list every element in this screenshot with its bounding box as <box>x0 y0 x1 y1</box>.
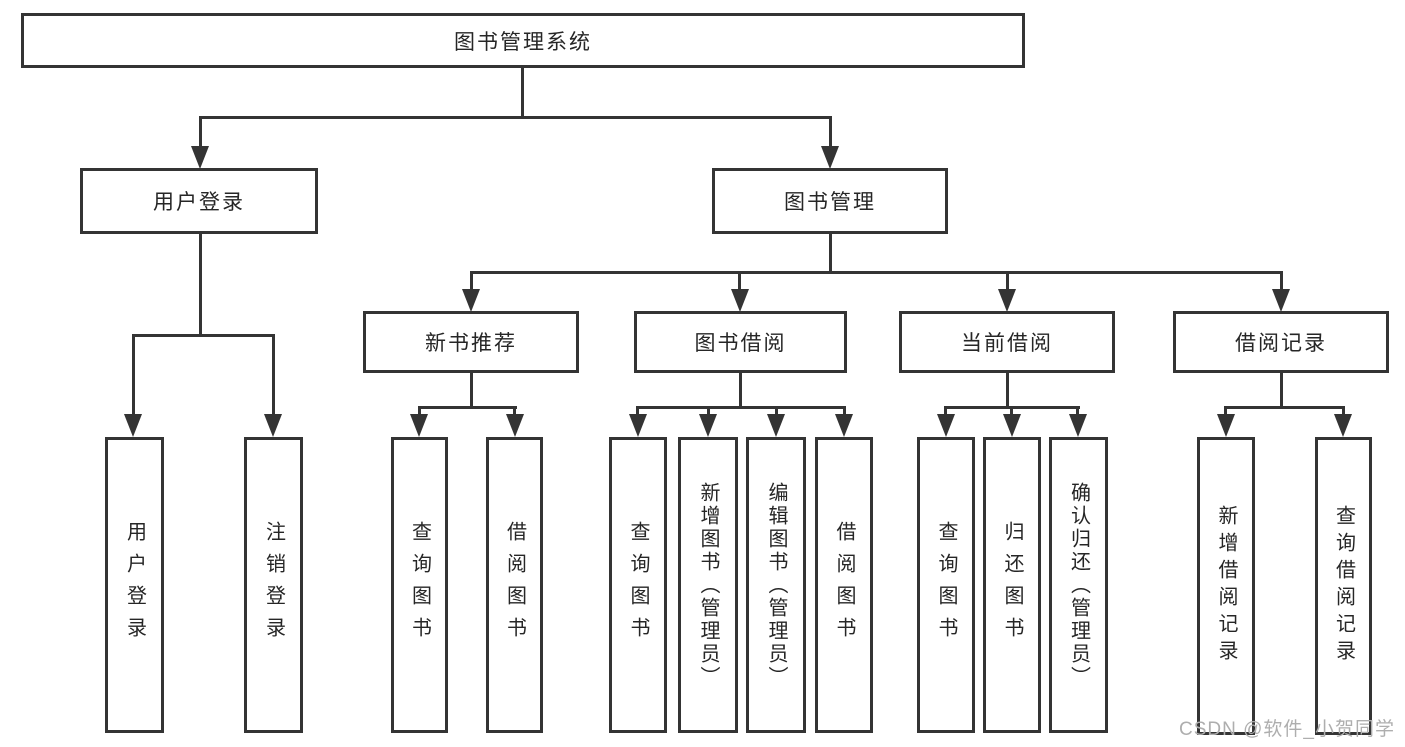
arrow-to-leaf-icon <box>1334 414 1352 437</box>
connector-current-stub <box>1006 372 1009 409</box>
connector-leaf-shaft <box>1010 406 1013 418</box>
node-borrowing-records: 借阅记录 <box>1173 311 1389 373</box>
connector-book-mgmt-stub <box>829 234 832 274</box>
connector-leaf-shaft <box>1224 406 1227 418</box>
arrow-to-user-login-icon <box>191 146 209 169</box>
connector-borrow-hline <box>636 406 846 409</box>
arrow-to-new-book-recommendation-icon <box>462 289 480 312</box>
connector-leaf-shaft <box>636 406 639 418</box>
node-current-borrowing: 当前借阅 <box>899 311 1115 373</box>
leaf-label: 借阅图书 <box>503 521 526 649</box>
node-label: 图书借阅 <box>694 332 787 355</box>
connector-leaf-shaft <box>418 406 421 418</box>
node-library-system: 图书管理系统 <box>21 13 1025 68</box>
node-label: 当前借阅 <box>961 332 1053 355</box>
connector-root-stub <box>521 68 524 119</box>
connector-leaf-shaft <box>738 271 741 291</box>
leaf-borrow-edit-books-admin: 编辑图书（管理员） <box>746 437 806 733</box>
connector-level2-hline <box>470 271 1283 274</box>
node-label: 图书管理系统 <box>454 30 592 54</box>
connector-book-mgmt-shaft <box>829 116 832 149</box>
leaf-record-add-borrow-record: 新增借阅记录 <box>1197 437 1255 735</box>
connector-user-login-hline <box>132 334 275 337</box>
leaf-record-query-borrow-record: 查询借阅记录 <box>1315 437 1372 735</box>
leaf-current-query-books: 查询图书 <box>917 437 975 733</box>
connector-leaf-shaft <box>1076 406 1079 418</box>
connector-leaf-shaft <box>1006 271 1009 291</box>
leaf-label: 编辑图书（管理员） <box>765 481 787 689</box>
connector-newbook-stub <box>470 372 473 409</box>
connector-leaf-shaft <box>1280 271 1283 291</box>
leaf-label: 用户登录 <box>123 521 146 649</box>
leaf-current-return-books: 归还图书 <box>983 437 1041 733</box>
connector-record-stub <box>1280 372 1283 409</box>
arrow-to-leaf-icon <box>410 414 428 437</box>
arrow-to-borrowing-records-icon <box>1272 289 1290 312</box>
leaf-newbook-borrow-books: 借阅图书 <box>486 437 543 733</box>
leaf-newbook-query-books: 查询图书 <box>391 437 448 733</box>
connector-leaf-shaft <box>944 406 947 418</box>
leaf-label: 新增借阅记录 <box>1215 505 1237 667</box>
csdn-watermark: CSDN @软件_小贺同学 <box>1179 719 1395 740</box>
node-label: 图书管理 <box>784 191 876 214</box>
node-label: 用户登录 <box>153 191 245 214</box>
leaf-label: 注销登录 <box>262 521 285 649</box>
arrow-to-leaf-icon <box>1217 414 1235 437</box>
arrow-to-book-borrowing-icon <box>731 289 749 312</box>
arrow-to-leaf-icon <box>1003 414 1021 437</box>
node-book-management: 图书管理 <box>712 168 948 234</box>
leaf-label: 新增图书（管理员） <box>697 481 719 689</box>
connector-leaf-shaft <box>707 406 710 418</box>
leaf-label: 查询图书 <box>408 521 431 649</box>
arrow-to-leaf-icon <box>835 414 853 437</box>
connector-leaf-shaft <box>513 406 516 418</box>
arrow-to-leaf-icon <box>1069 414 1087 437</box>
connector-leaf-shaft <box>132 334 135 416</box>
node-label: 新书推荐 <box>425 332 517 355</box>
leaf-borrow-borrow-books: 借阅图书 <box>815 437 873 733</box>
arrow-to-leaf-user-login-icon <box>124 414 142 437</box>
arrow-to-leaf-icon <box>629 414 647 437</box>
node-user-login: 用户登录 <box>80 168 318 234</box>
leaf-label: 查询图书 <box>935 521 957 649</box>
node-book-borrowing: 图书借阅 <box>634 311 847 373</box>
leaf-borrow-add-books-admin: 新增图书（管理员） <box>678 437 738 733</box>
arrow-to-leaf-logout-icon <box>264 414 282 437</box>
leaf-label: 查询图书 <box>627 521 649 649</box>
leaf-label: 借阅图书 <box>833 521 855 649</box>
leaf-logout: 注销登录 <box>244 437 303 733</box>
connector-record-hline <box>1225 406 1345 409</box>
leaf-label: 归还图书 <box>1001 521 1023 649</box>
arrow-to-leaf-icon <box>699 414 717 437</box>
connector-newbook-hline <box>418 406 517 409</box>
connector-leaf-shaft <box>775 406 778 418</box>
connector-user-login-stub <box>199 234 202 337</box>
arrow-to-leaf-icon <box>767 414 785 437</box>
connector-user-login-shaft <box>199 116 202 149</box>
connector-leaf-shaft <box>470 271 473 291</box>
arrow-to-current-borrowing-icon <box>998 289 1016 312</box>
connector-leaf-shaft <box>272 334 275 416</box>
arrow-to-leaf-icon <box>506 414 524 437</box>
arrow-to-book-management-icon <box>821 146 839 169</box>
leaf-current-confirm-return-admin: 确认归还（管理员） <box>1049 437 1108 733</box>
leaf-borrow-query-books: 查询图书 <box>609 437 667 733</box>
leaf-label: 查询借阅记录 <box>1332 505 1355 667</box>
connector-leaf-shaft <box>843 406 846 418</box>
connector-borrow-stub <box>739 372 742 409</box>
arrow-to-leaf-icon <box>937 414 955 437</box>
node-label: 借阅记录 <box>1235 332 1327 355</box>
connector-level1-hline <box>199 116 832 119</box>
connector-leaf-shaft <box>1342 406 1345 418</box>
leaf-label: 确认归还（管理员） <box>1067 481 1090 689</box>
node-new-book-recommendation: 新书推荐 <box>363 311 579 373</box>
leaf-user-login: 用户登录 <box>105 437 164 733</box>
